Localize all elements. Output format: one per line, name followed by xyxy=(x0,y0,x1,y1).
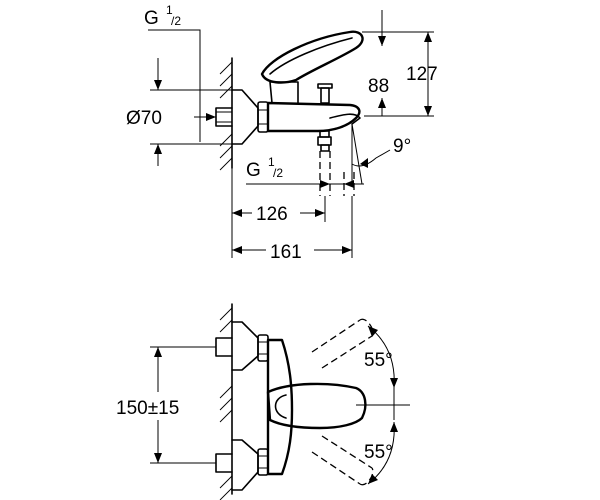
side-view: G 1 /2 Ø70 88 xyxy=(126,3,438,263)
side-nut xyxy=(257,101,269,133)
thread-bottom-base: G xyxy=(246,160,261,181)
spout-angle-label: 9° xyxy=(393,136,411,157)
thread-bottom-sub: /2 xyxy=(273,166,283,180)
front-mixer-body xyxy=(266,338,294,476)
thread-top-dimension: G 1 /2 xyxy=(144,3,201,142)
thread-top-base: G xyxy=(144,8,159,29)
front-lever-inner xyxy=(274,394,287,419)
thread-top-sub: /2 xyxy=(171,14,181,28)
front-wall xyxy=(219,303,233,500)
thread-top-sup: 1 xyxy=(166,3,173,17)
front-upper-connection xyxy=(215,321,269,371)
spout-angle-dimension: 9° xyxy=(351,123,411,185)
depth-total-dimension: 161 xyxy=(232,196,353,263)
thread-bottom-dimension: G 1 /2 xyxy=(246,155,364,188)
front-lever xyxy=(266,382,367,430)
side-lever-handle xyxy=(260,30,364,104)
side-diverter xyxy=(317,130,332,152)
angle-upper-label: 55° xyxy=(364,350,393,371)
height-spout-label: 88 xyxy=(368,76,389,97)
thread-bottom-sup: 1 xyxy=(268,155,275,169)
side-spout xyxy=(329,113,361,125)
side-wall-connector xyxy=(215,107,233,127)
side-hose-outlet xyxy=(319,151,355,196)
side-wall xyxy=(219,57,233,171)
diameter-dimension: Ø70 xyxy=(126,58,232,166)
side-mixer-body xyxy=(266,101,361,133)
center-distance-label: 150±15 xyxy=(116,398,179,419)
diameter-label: Ø70 xyxy=(126,108,162,129)
height-total-label: 127 xyxy=(406,64,438,85)
depth-total-label: 161 xyxy=(270,242,302,263)
angle-lower-dimension: 55° xyxy=(364,421,398,485)
depth-spout-label: 126 xyxy=(256,204,288,225)
side-top-knob xyxy=(317,83,333,104)
height-dimensions: 88 127 xyxy=(362,10,438,117)
center-distance-dimension: 150±15 xyxy=(116,346,216,464)
angle-upper-dimension: 55° xyxy=(364,325,398,389)
angle-lower-label: 55° xyxy=(364,442,393,463)
front-lower-connection xyxy=(215,439,269,491)
front-view: 150±15 55° 55° xyxy=(116,303,410,500)
depth-spout-dimension: 126 xyxy=(231,168,326,258)
side-escutcheon xyxy=(231,89,259,145)
